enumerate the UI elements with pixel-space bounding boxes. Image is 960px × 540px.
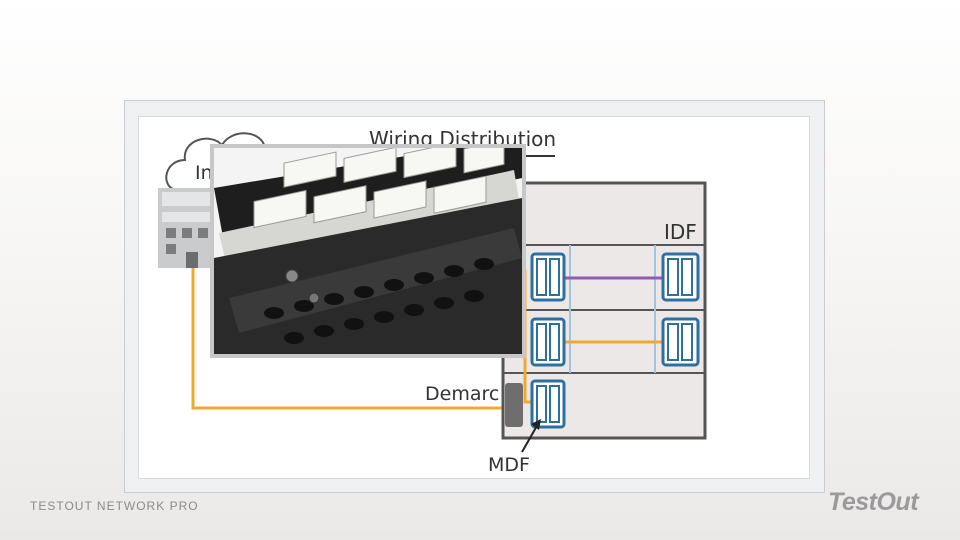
orange-cable-building — [191, 268, 505, 410]
idf-jack-2 — [661, 317, 700, 367]
mdf-jack-3 — [530, 379, 566, 429]
mdf-jack-1 — [530, 252, 566, 302]
mdf-jack-2 — [530, 317, 566, 367]
demarc-box — [505, 383, 523, 427]
mdf-label: MDF — [488, 454, 530, 476]
testout-logo: TestOut — [828, 488, 919, 516]
footer-text: TESTOUT NETWORK PRO — [30, 499, 199, 513]
punch-down-block-photo — [210, 144, 526, 358]
internet-label: In — [195, 162, 213, 184]
idf-jack-1 — [661, 252, 700, 302]
demarc-label: Demarc — [425, 383, 500, 405]
mdf-arrow — [521, 423, 539, 453]
punch-down-block-icon — [214, 148, 522, 354]
idf-label: IDF — [664, 220, 697, 244]
